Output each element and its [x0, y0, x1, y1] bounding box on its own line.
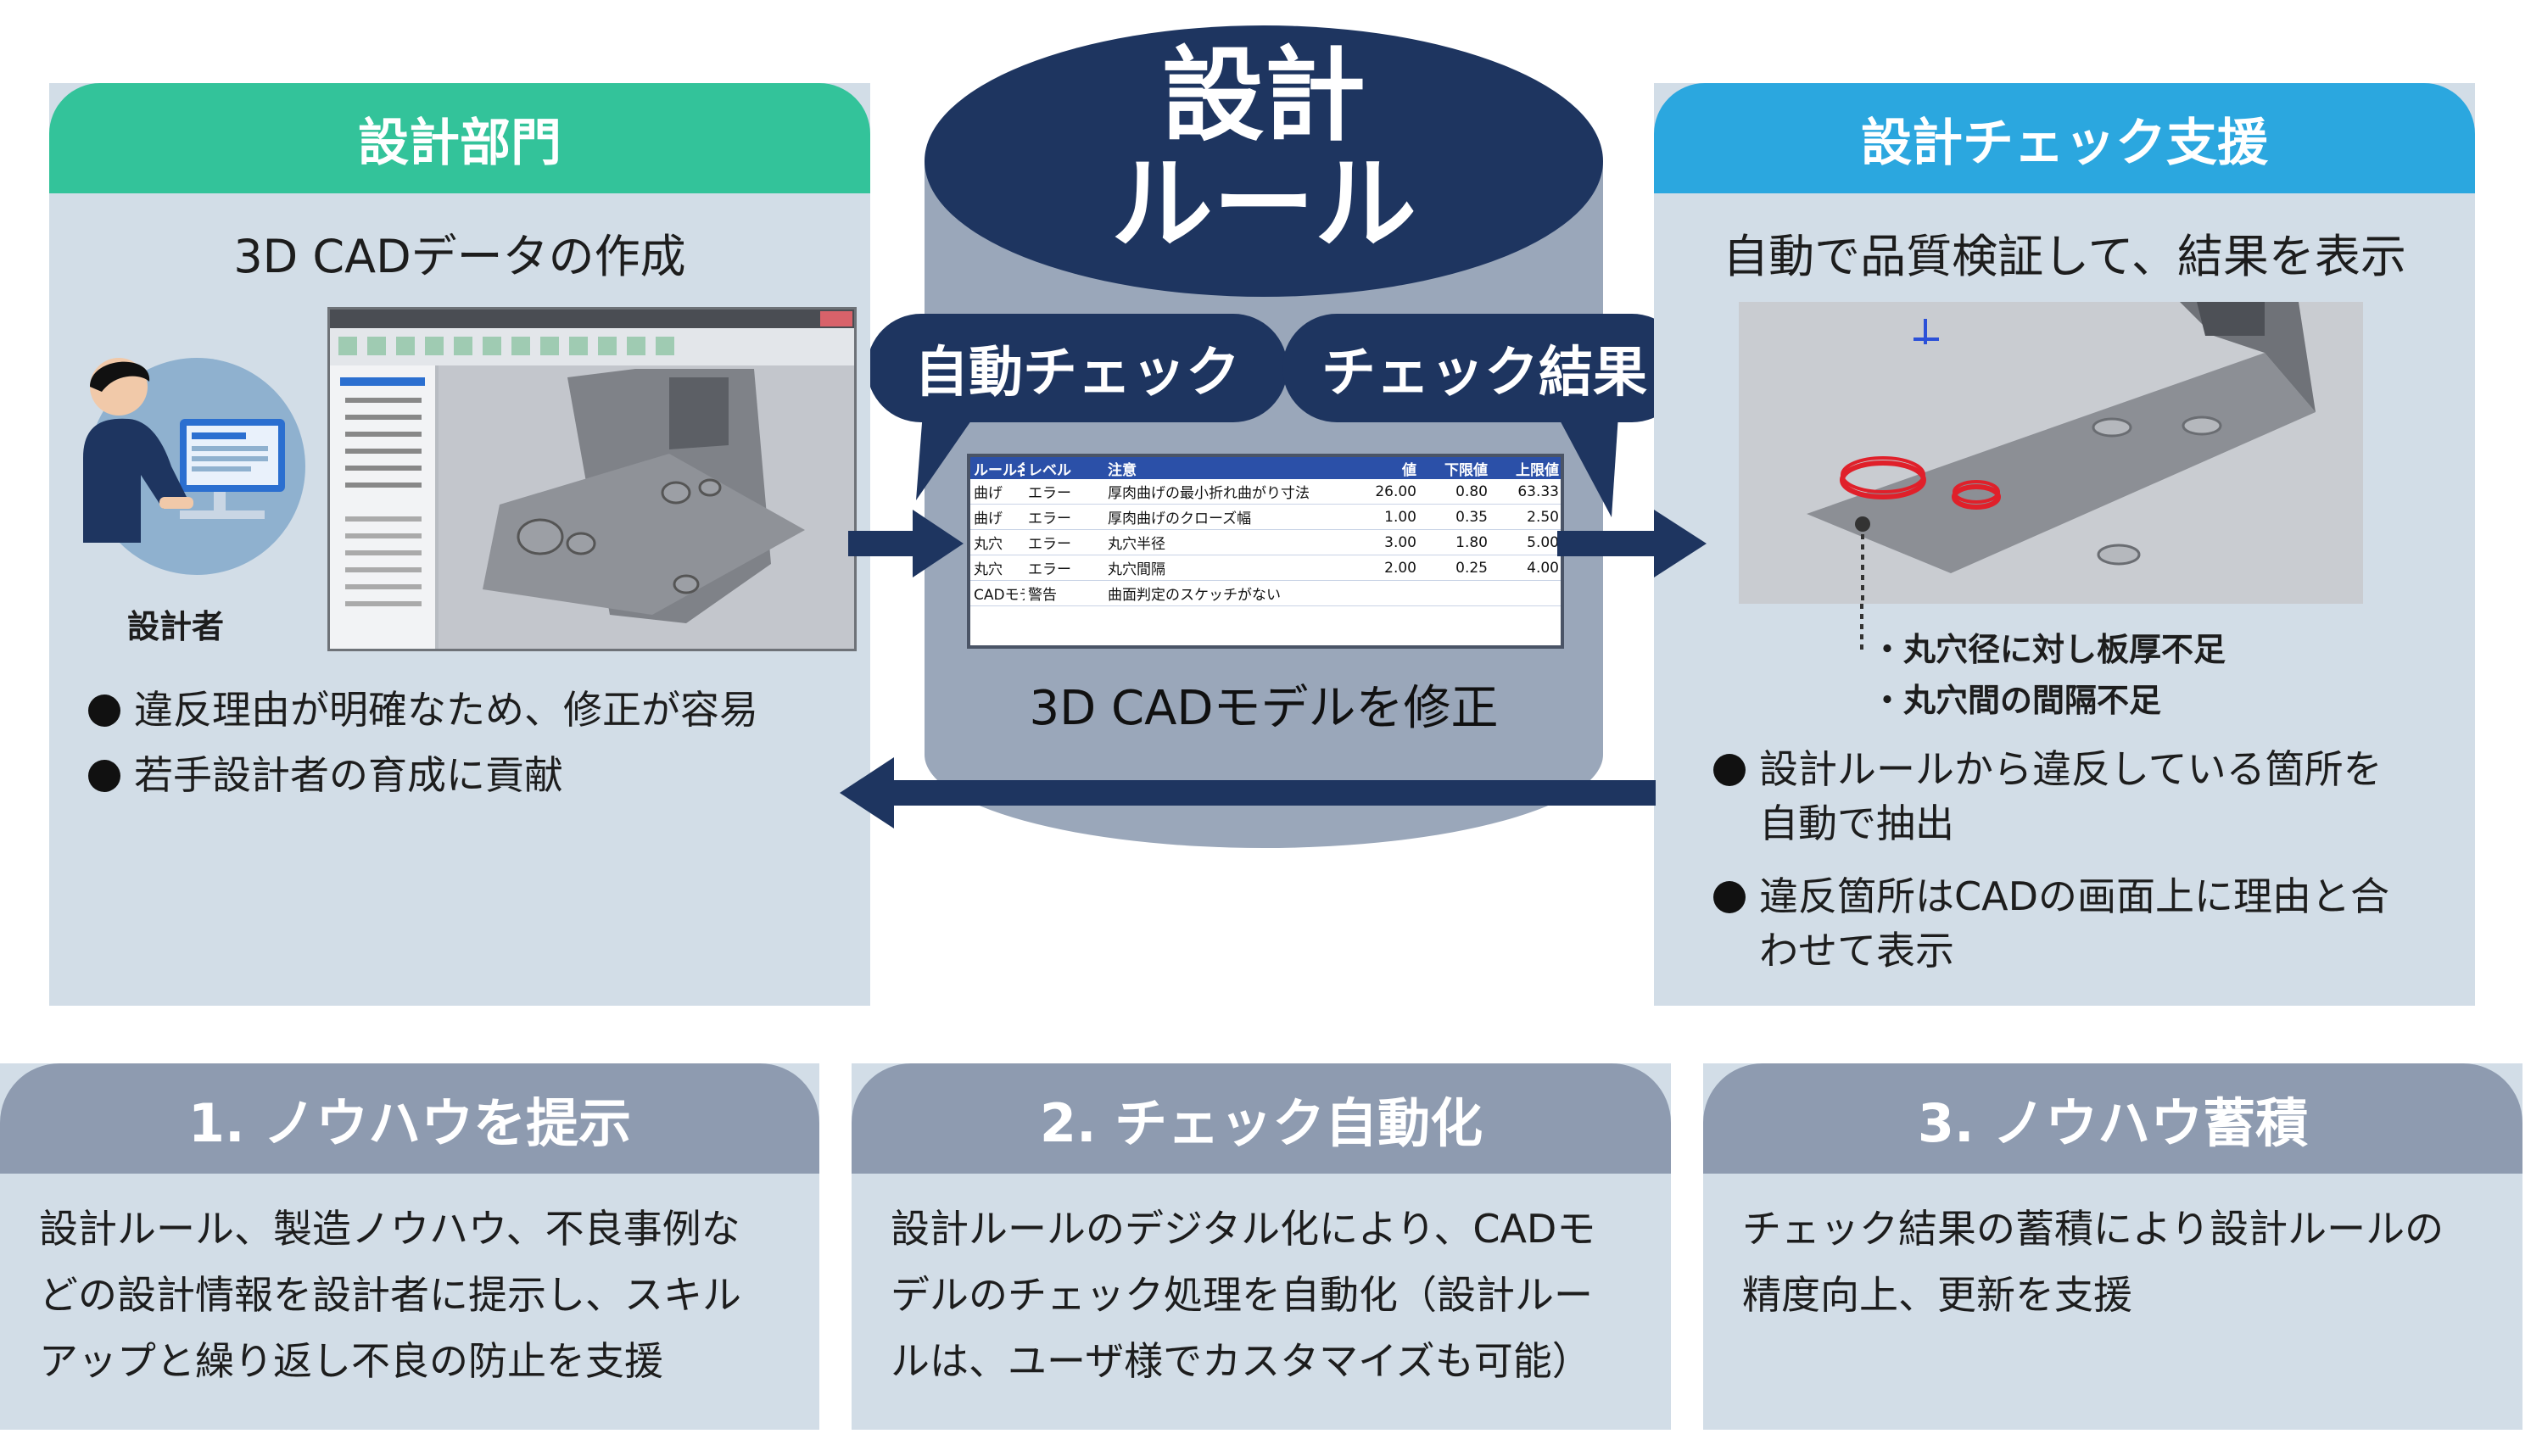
card-3-title: 3. ノウハウ蓄積 — [1917, 1092, 2309, 1154]
col-level: レベル — [1028, 461, 1071, 479]
right-bullet-2: 違反箇所はCADの画面上に理由と合 わせて表示 — [1713, 869, 2389, 978]
cell: エラー — [1028, 510, 1071, 527]
card-1-line: アップと繰り返し不良の防止を支援 — [39, 1338, 663, 1384]
cell: 厚肉曲げのクローズ幅 — [1108, 510, 1252, 527]
cell: 63.33 — [1517, 483, 1559, 500]
card-check-automation: 2. チェック自動化 設計ルールのデジタル化により、CADモ デルのチェック処理… — [852, 1063, 1671, 1430]
cell: エラー — [1028, 485, 1071, 502]
check-result-label: チェック結果 — [1321, 342, 1647, 404]
table-row: CADモデル 警告 曲面判定のスケッチがない — [970, 581, 1561, 606]
card-knowhow-present: 1. ノウハウを提示 設計ルール、製造ノウハウ、不良事例な どの設計情報を設計者… — [0, 1063, 819, 1430]
cell: CADモデル — [974, 587, 1025, 604]
card-1-line: どの設計情報を設計者に提示し、スキル — [39, 1272, 741, 1318]
check-support-subtitle: 自動で品質検証して、結果を表示 — [1723, 230, 2406, 283]
cell: 丸穴 — [974, 536, 1003, 553]
table-header-row: ルール名 レベル 注意 値 下限値 上限値 — [970, 457, 1561, 479]
cell: 厚肉曲げの最小折れ曲がり寸法 — [1108, 485, 1310, 502]
right-bullet-1-line2: 自動で抽出 — [1759, 801, 1954, 846]
cell: 1.80 — [1455, 533, 1488, 551]
check-support-header: 設計チェック支援 — [1654, 83, 2475, 193]
leader-line — [1860, 604, 1863, 655]
table-row: 曲げ エラー 厚肉曲げの最小折れ曲がり寸法 26.00 0.80 63.33 — [970, 479, 1561, 505]
defect-2: ・丸穴間の間隔不足 — [1871, 682, 2162, 719]
cell: 丸穴 — [974, 561, 1003, 578]
right-bullet-2-line1: 違反箇所はCADの画面上に理由と合 — [1759, 873, 2390, 919]
design-dept-subtitle: 3D CADデータの作成 — [233, 230, 686, 283]
right-bullet-1-line1: 設計ルールから違反している箇所を — [1759, 746, 2383, 792]
card-2-line: ルは、ユーザ様でカスタマイズも可能） — [891, 1338, 1591, 1384]
cell: 0.25 — [1455, 559, 1488, 577]
left-bullet-2: 若手設計者の育成に貢献 — [88, 748, 563, 802]
card-2-title: 2. チェック自動化 — [1039, 1092, 1483, 1154]
check-result-table: ルール名 レベル 注意 値 下限値 上限値 曲げ エラー 厚肉曲げの最小折れ曲が… — [967, 454, 1564, 649]
cad-window-art — [330, 310, 854, 649]
card-2-line: デルのチェック処理を自動化（設計ルー — [891, 1272, 1593, 1318]
bullet-dot-icon — [1713, 754, 1746, 786]
bullet-dot-icon — [88, 695, 120, 727]
arrow-right-icon — [1557, 510, 1707, 577]
design-dept-title: 設計部門 — [358, 113, 561, 173]
right-bullet-2-line2: わせて表示 — [1759, 928, 1954, 973]
card-3-line: 精度向上、更新を支援 — [1742, 1272, 2132, 1318]
left-bullet-1-text: 違反理由が明確なため、修正が容易 — [134, 687, 758, 733]
table-row: 丸穴 エラー 丸穴半径 3.00 1.80 5.00 — [970, 530, 1561, 555]
card-3-body: チェック結果の蓄積により設計ルールの 精度向上、更新を支援 — [1742, 1196, 2492, 1328]
defect-1: ・丸穴径に対し板厚不足 — [1871, 631, 2226, 668]
cell: 0.35 — [1455, 508, 1488, 526]
col-value: 値 — [1402, 461, 1416, 479]
card-2-body: 設計ルールのデジタル化により、CADモ デルのチェック処理を自動化（設計ルー ル… — [891, 1196, 1640, 1394]
cell: 丸穴間隔 — [1108, 561, 1165, 578]
designer-avatar-icon — [83, 358, 305, 575]
right-bullet-1: 設計ルールから違反している箇所を 自動で抽出 — [1713, 742, 2383, 851]
cell: 2.00 — [1384, 559, 1416, 577]
col-max: 上限値 — [1516, 461, 1559, 479]
cell: 丸穴半径 — [1108, 536, 1165, 553]
cell: 0.80 — [1455, 483, 1488, 500]
card-2-header: 2. チェック自動化 — [852, 1063, 1671, 1174]
cylinder-title: 設計 ルール — [967, 42, 1561, 259]
bullet-dot-icon — [1713, 881, 1746, 913]
card-1-header: 1. ノウハウを提示 — [0, 1063, 819, 1174]
bullet-dot-icon — [88, 760, 120, 792]
cell: エラー — [1028, 536, 1071, 553]
cell: 警告 — [1028, 587, 1057, 604]
card-3-header: 3. ノウハウ蓄積 — [1703, 1063, 2522, 1174]
card-1-line: 設計ルール、製造ノウハウ、不良事例な — [39, 1206, 740, 1252]
table-row: 曲げ エラー 厚肉曲げのクローズ幅 1.00 0.35 2.50 — [970, 505, 1561, 530]
cell: 4.00 — [1527, 559, 1559, 577]
cell: 曲げ — [974, 510, 1003, 527]
auto-check-label: 自動チェック — [914, 342, 1240, 404]
auto-check-bubble: 自動チェック — [867, 314, 1288, 422]
card-knowhow-accumulate: 3. ノウハウ蓄積 チェック結果の蓄積により設計ルールの 精度向上、更新を支援 — [1703, 1063, 2522, 1430]
left-bullet-2-text: 若手設計者の育成に貢献 — [134, 752, 563, 798]
cylinder-title-line2: ルール — [1111, 146, 1416, 264]
card-1-title: 1. ノウハウを提示 — [187, 1092, 632, 1154]
cylinder-title-line1: 設計 — [1162, 37, 1366, 155]
designer-label: 設計者 — [127, 608, 225, 645]
design-dept-header: 設計部門 — [49, 83, 870, 193]
cell: 曲面判定のスケッチがない — [1108, 587, 1281, 604]
cad-window — [327, 307, 857, 651]
cell: 3.00 — [1384, 533, 1416, 551]
cad-result-image — [1739, 302, 2363, 604]
cell: 2.50 — [1527, 508, 1559, 526]
card-2-line: 設計ルールのデジタル化により、CADモ — [891, 1206, 1596, 1252]
card-3-line: チェック結果の蓄積により設計ルールの — [1742, 1206, 2444, 1252]
table-row: 丸穴 エラー 丸穴間隔 2.00 0.25 4.00 — [970, 555, 1561, 581]
check-support-title: 設計チェック支援 — [1861, 113, 2268, 173]
cell: 曲げ — [974, 485, 1003, 502]
left-bullet-1: 違反理由が明確なため、修正が容易 — [88, 683, 758, 737]
col-note: 注意 — [1108, 461, 1137, 479]
arrow-left-icon — [840, 757, 1656, 828]
cell: 5.00 — [1527, 533, 1559, 551]
fix-model-label: 3D CADモデルを修正 — [1029, 681, 1499, 736]
col-rule: ルール名 — [974, 461, 1025, 479]
cell: 26.00 — [1375, 483, 1416, 500]
cell: エラー — [1028, 561, 1071, 578]
cell: 1.00 — [1384, 508, 1416, 526]
col-min: 下限値 — [1444, 461, 1488, 479]
card-1-body: 設計ルール、製造ノウハウ、不良事例な どの設計情報を設計者に提示し、スキル アッ… — [39, 1196, 789, 1394]
arrow-right-icon — [848, 510, 964, 577]
check-result-bubble: チェック結果 — [1282, 314, 1686, 422]
